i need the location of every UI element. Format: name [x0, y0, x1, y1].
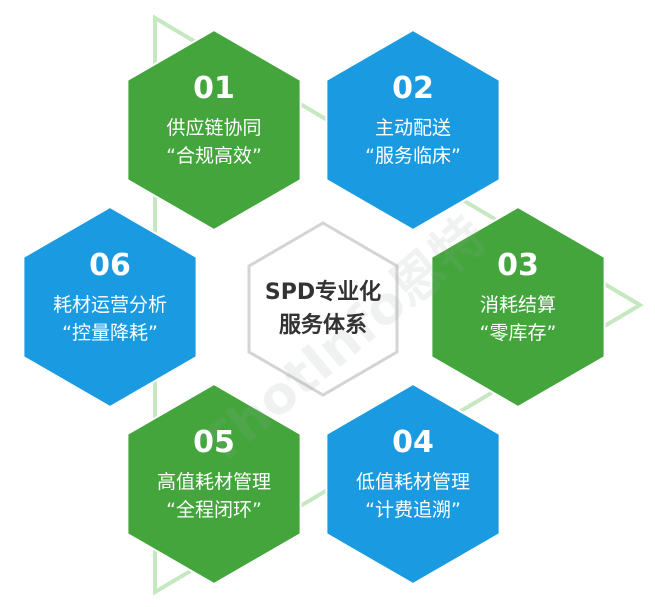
hexagon-layer — [22, 28, 606, 586]
center-title: SPD专业化 服务体系 — [223, 276, 423, 342]
hex-item-01 — [126, 28, 302, 232]
hex-item-05 — [126, 382, 302, 586]
center-hexagon — [247, 221, 399, 397]
hex-item-04 — [325, 382, 501, 586]
hex-item-03 — [430, 205, 606, 409]
hex-item-06 — [22, 205, 198, 409]
center-title-line-1: SPD专业化 — [264, 280, 382, 305]
center-title-line-2: 服务体系 — [278, 313, 367, 338]
hex-item-02 — [325, 28, 501, 232]
